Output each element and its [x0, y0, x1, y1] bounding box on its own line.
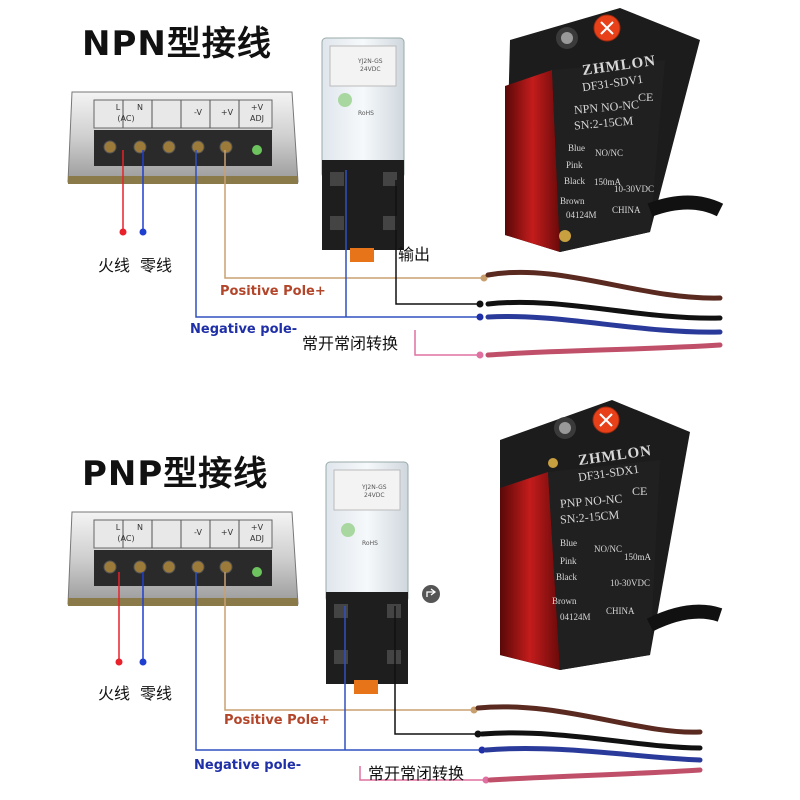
output-label: 输出	[398, 245, 431, 264]
sensor-wire-pink: Pink	[560, 556, 577, 566]
live-wire-label: 火线	[98, 684, 131, 703]
sensor-voltage: 10-30VDC	[610, 578, 650, 588]
sensor-load: 150mA	[624, 552, 651, 562]
sensor-load: 150mA	[594, 177, 621, 187]
pnp-title: PNP型接线	[82, 454, 269, 494]
psu-minus-v: -V	[194, 528, 202, 537]
psu-ac-label: (AC)	[117, 114, 135, 123]
sensor-origin: CHINA	[612, 205, 641, 215]
psu-minus-v: -V	[194, 108, 202, 117]
positive-pole-label: Positive Pole+	[220, 284, 326, 299]
relay-model: YJ2N-GS	[358, 58, 383, 65]
relay-npn	[321, 37, 405, 262]
psu-n-label: N	[137, 103, 143, 112]
power-supply-pnp	[67, 511, 299, 606]
sensor-wire-blue: Blue	[560, 538, 577, 548]
sensor-wire-black: Black	[564, 176, 585, 186]
sensor-wire-blue: Blue	[568, 143, 585, 153]
photoelectric-sensor-pnp	[500, 400, 723, 670]
negative-pole-label: Negative pole-	[194, 758, 302, 773]
sensor-voltage: 10-30VDC	[614, 184, 654, 194]
relay-voltage: 24VDC	[360, 66, 381, 73]
psu-l-label: L	[115, 103, 121, 112]
sensor-wire-brown: Brown	[560, 196, 585, 206]
relay-model: YJ2N-GS	[362, 484, 387, 491]
relay-rohs: RoHS	[362, 540, 378, 547]
positive-pole-label: Positive Pole+	[224, 713, 330, 728]
sensor-wire-pink: Pink	[566, 160, 583, 170]
sensor-ce: CE	[632, 484, 648, 498]
psu-adj-label: ADJ	[250, 534, 264, 543]
psu-l-label: L	[115, 523, 121, 532]
live-wire-label: 火线	[98, 256, 131, 275]
sensor-no-nc: NO/NC	[594, 544, 623, 554]
psu-ac-label: (AC)	[117, 534, 135, 543]
sensor-serial: 04124M	[566, 210, 597, 220]
neutral-wire-label: 零线	[140, 256, 173, 275]
sensor-wire-brown: Brown	[552, 596, 577, 606]
psu-adj-v: +V	[250, 103, 264, 112]
wires-pnp	[115, 572, 490, 784]
no-nc-switch-label: 常开常闭转换	[368, 764, 465, 783]
wires-npn	[119, 150, 488, 359]
neutral-wire-label: 零线	[140, 684, 173, 703]
photoelectric-sensor-npn	[505, 8, 724, 252]
psu-adj-label: ADJ	[250, 114, 264, 123]
npn-section	[67, 8, 724, 359]
share-icon[interactable]	[422, 585, 440, 603]
sensor-wire-black: Black	[556, 572, 577, 582]
sensor-cable-npn	[485, 269, 723, 358]
sensor-serial: 04124M	[560, 612, 591, 622]
no-nc-switch-label: 常开常闭转换	[302, 334, 399, 353]
relay-voltage: 24VDC	[364, 492, 385, 499]
sensor-origin: CHINA	[606, 606, 635, 616]
negative-pole-label: Negative pole-	[190, 322, 298, 337]
psu-adj-v: +V	[250, 523, 264, 532]
sensor-cable-pnp	[475, 704, 703, 783]
psu-plus-v: +V	[220, 108, 234, 117]
psu-n-label: N	[137, 523, 143, 532]
relay-rohs: RoHS	[358, 110, 374, 117]
psu-plus-v: +V	[220, 528, 234, 537]
sensor-ce: CE	[638, 90, 654, 104]
sensor-no-nc: NO/NC	[595, 148, 624, 158]
npn-title: NPN型接线	[82, 24, 272, 64]
pnp-section	[67, 400, 723, 784]
